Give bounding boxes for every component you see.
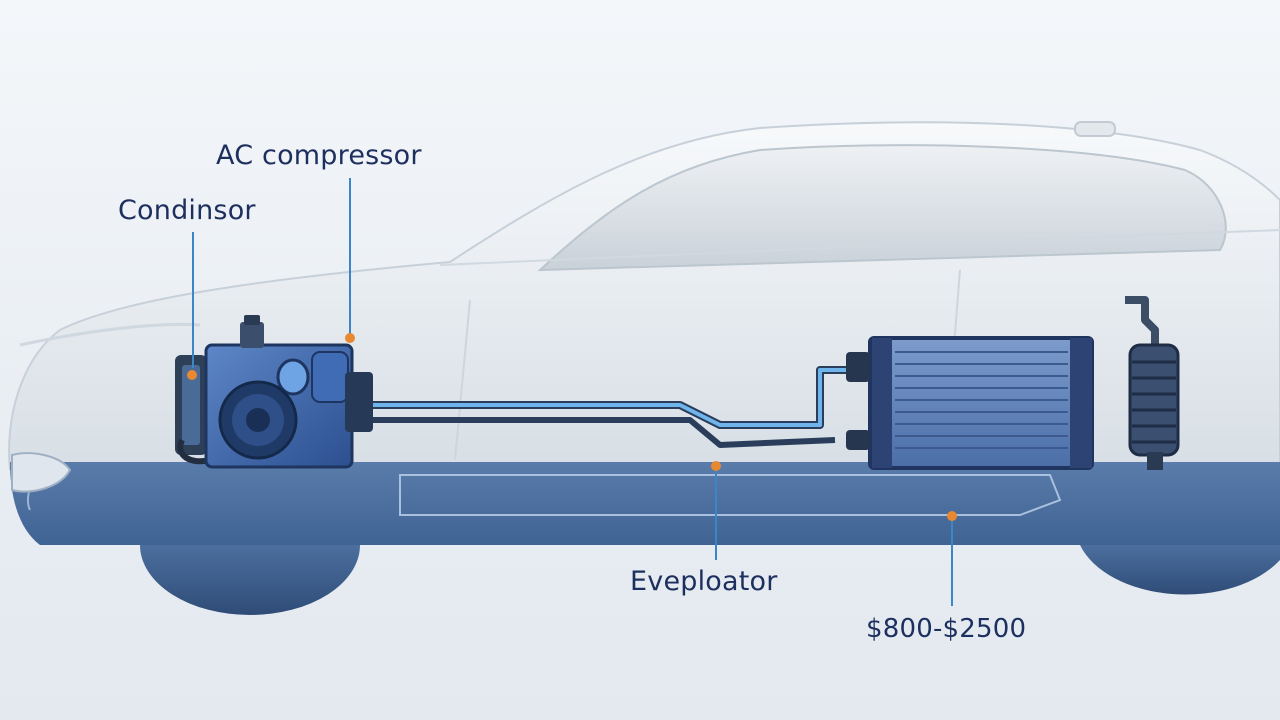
headlight bbox=[11, 452, 72, 493]
ac-compressor-label: AC compressor bbox=[216, 140, 422, 171]
cost-range-label: $800-$2500 bbox=[866, 614, 1027, 644]
front-wheel bbox=[140, 545, 360, 615]
cost-marker bbox=[947, 511, 957, 521]
underbody bbox=[10, 462, 1280, 545]
condenser-marker bbox=[187, 370, 197, 380]
condenser-label: Condinsor bbox=[118, 195, 256, 226]
marker-dots bbox=[187, 333, 957, 521]
refrigerant-lines bbox=[360, 366, 855, 448]
evaporator-unit bbox=[846, 336, 1094, 470]
rear-wheel bbox=[1080, 545, 1280, 595]
evaporator-label: Eveploator bbox=[630, 566, 778, 597]
evaporator-marker bbox=[711, 461, 721, 471]
ac-compressor bbox=[204, 315, 373, 469]
accumulator bbox=[1125, 296, 1180, 470]
leader-lines bbox=[192, 178, 953, 606]
ac-compressor-marker bbox=[345, 333, 355, 343]
